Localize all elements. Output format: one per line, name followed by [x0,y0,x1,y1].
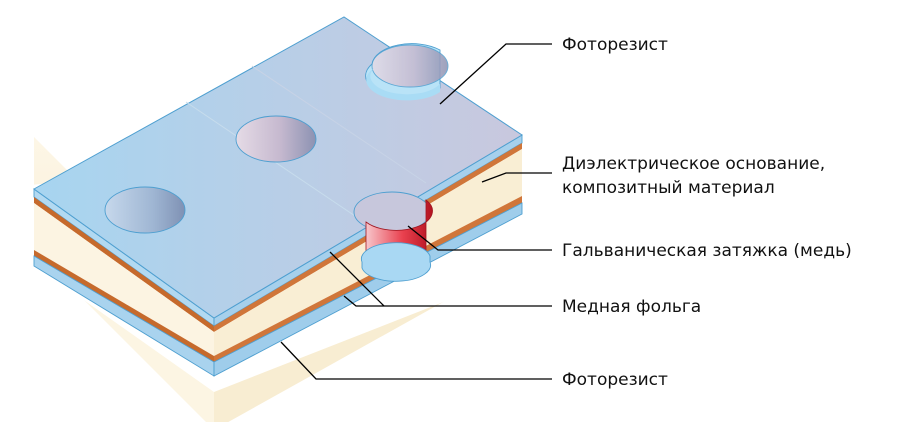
leader-photoresist-top [439,43,552,105]
leader-copper-foil-upper [329,251,385,307]
leader-photoresist-bottom [280,341,552,380]
leader-lines [280,43,552,380]
label-photoresist-top: Фоторезист [562,35,668,55]
copper-bottom-front [34,250,214,362]
leader-copper-foil-lower [343,295,552,307]
label-copper-foil: Медная фольга [562,297,701,317]
copper-bottom-side [214,196,522,362]
plated-via [353,191,433,282]
label-dielectric-line1: Диэлектрическое основание, [562,154,825,174]
board [30,16,525,392]
dielectric-front [34,203,214,356]
labels: Фоторезист Диэлектрическое основание, ко… [562,35,852,390]
leader-dielectric [481,172,552,183]
hole-1 [104,186,186,234]
label-plating: Гальваническая затяжка (медь) [562,241,852,261]
label-photoresist-bottom: Фоторезист [562,370,668,390]
hole-3 [365,43,449,101]
hole-2 [235,115,317,163]
leader-plating [407,225,552,251]
label-dielectric-line2: композитный материал [562,178,775,198]
copper-top-front [34,197,214,332]
